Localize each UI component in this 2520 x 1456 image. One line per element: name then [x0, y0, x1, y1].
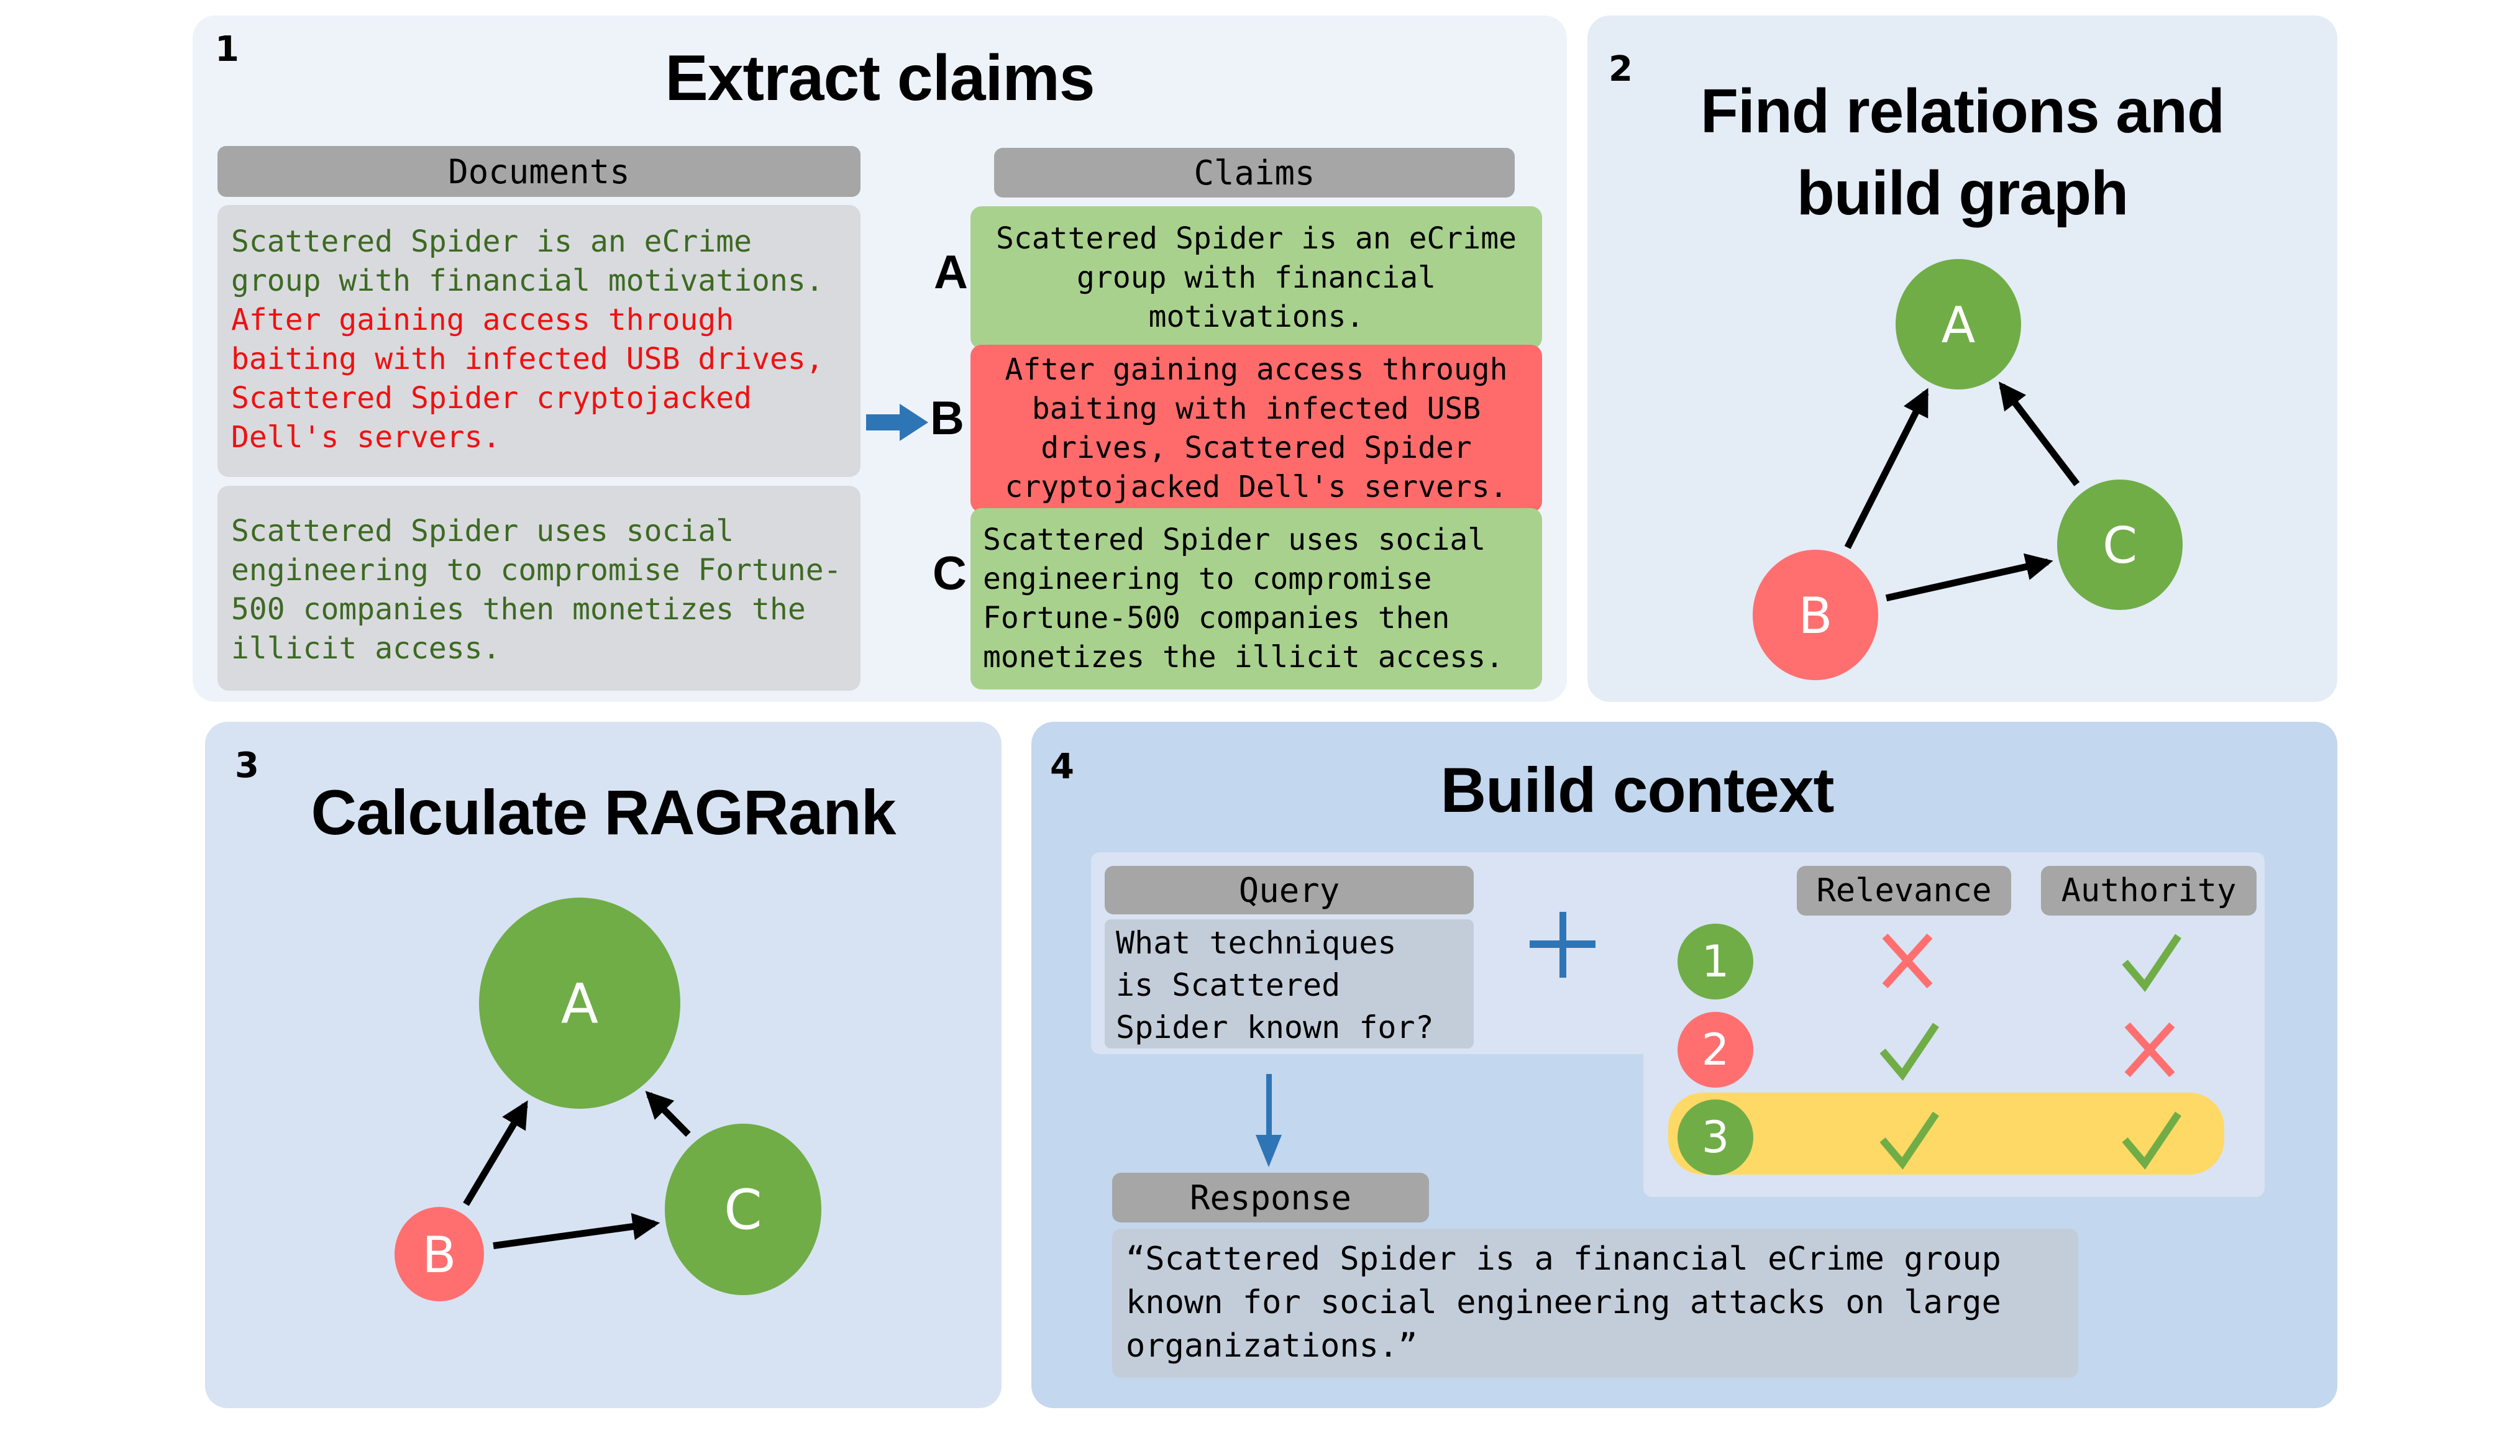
arrow-down-icon	[1256, 1074, 1282, 1167]
text-line: group with financial	[1077, 260, 1436, 295]
text-line: group with financial motivations.	[231, 263, 824, 298]
claim-label-b: B	[930, 392, 964, 445]
text-line: monetizes the illicit access.	[983, 640, 1504, 675]
text-line: Spider known for?	[1116, 1009, 1434, 1045]
text-line: Fortune-500 companies then	[983, 601, 1450, 635]
text-line: Scattered Spider is an eCrime	[995, 221, 1517, 256]
step-number: 4	[1050, 747, 1074, 787]
text-line: After gaining access through	[231, 303, 734, 337]
plus-icon	[1530, 912, 1596, 978]
node-label-c: C	[2102, 517, 2137, 575]
node-b	[1753, 550, 1878, 680]
authority-header: Authority	[2041, 866, 2257, 916]
document-text-unsupported: After gaining access through baiting wit…	[231, 301, 847, 457]
claims-header: Claims	[994, 148, 1515, 198]
text-line: drives, Scattered Spider	[1041, 430, 1472, 465]
node-b	[395, 1207, 484, 1301]
check-icon	[1879, 1111, 1939, 1170]
step-number: 1	[215, 29, 239, 70]
claim-card-a: Scattered Spider is an eCrime group with…	[970, 206, 1542, 349]
edge-c-to-a	[645, 1091, 691, 1137]
edge-b-to-a	[1844, 388, 1929, 549]
edge-b-to-c	[1885, 553, 2053, 602]
text-line: motivations.	[1148, 299, 1364, 334]
text-line: cryptojacked Dell's servers.	[1005, 470, 1508, 504]
text-line: Scattered Spider cryptojacked	[231, 381, 752, 416]
edge-c-to-a	[1998, 381, 2080, 486]
step-number: 3	[235, 745, 259, 786]
claim-label-c: C	[933, 547, 967, 600]
query-header: Query	[1105, 866, 1474, 914]
document-card: Scattered Spider is an eCrime group with…	[217, 205, 861, 477]
edge-b-to-c	[493, 1213, 660, 1250]
selected-row-highlight	[1668, 1093, 2224, 1175]
claim-card-c: Scattered Spider uses social engineering…	[970, 508, 1542, 689]
step-number: 2	[1609, 49, 1633, 89]
text-line: What techniques	[1116, 925, 1397, 961]
text-line: Dell's servers.	[231, 420, 501, 455]
text-line: organizations.”	[1126, 1327, 1418, 1365]
document-text-supported: Scattered Spider uses social engineering…	[231, 512, 847, 668]
title-line: Find relations and	[1700, 76, 2225, 146]
panel-title: Calculate RAGRank	[311, 777, 897, 848]
node-label-b: B	[422, 1226, 457, 1284]
node-c	[665, 1124, 821, 1295]
panel-title: Find relations and build graph	[1587, 70, 2337, 234]
claim-label-a: A	[934, 246, 968, 299]
node-label-a: A	[1942, 296, 1976, 354]
documents-header: Documents	[217, 146, 861, 197]
panel-title: Build context	[1440, 755, 1834, 826]
response-output: “Scattered Spider is a financial eCrime …	[1112, 1229, 2078, 1378]
text-line: Scattered Spider uses social	[231, 514, 734, 548]
text-line: baiting with infected USB	[1031, 391, 1481, 426]
check-icon	[2122, 934, 2181, 992]
relevance-header: Relevance	[1797, 866, 2011, 916]
node-label-c: C	[724, 1178, 762, 1242]
edge-b-to-a	[463, 1100, 528, 1206]
node-a	[1896, 259, 2021, 389]
text-line: “Scattered Spider is a financial eCrime …	[1126, 1240, 2001, 1278]
text-line: is Scattered	[1116, 967, 1341, 1003]
ragrank-graph: A B C	[395, 898, 821, 1301]
cross-icon	[2124, 1022, 2175, 1078]
node-a	[479, 898, 680, 1109]
text-line: 500 companies then monetizes the	[231, 592, 806, 627]
panel-build-context: 4 Build context Query What techniques is…	[1031, 722, 2337, 1408]
panel-build-graph: 2 Find relations and build graph A B C	[1587, 16, 2337, 702]
document-text-supported: Scattered Spider is an eCrime group with…	[231, 222, 847, 301]
text-line: After gaining access through	[1005, 352, 1508, 387]
check-icon	[2122, 1111, 2181, 1170]
check-icon	[1879, 1022, 1939, 1081]
cross-icon	[1882, 933, 1933, 989]
query-input[interactable]: What techniques is Scattered Spider know…	[1105, 919, 1474, 1049]
panel-calculate-ragrank: 3 Calculate RAGRank A B C	[205, 722, 1002, 1408]
node-label-a: A	[561, 972, 598, 1036]
text-line: Scattered Spider uses social	[983, 522, 1486, 557]
node-c	[2057, 480, 2183, 610]
arrow-right-icon	[866, 404, 928, 441]
text-line: baiting with infected USB drives,	[231, 342, 824, 376]
text-line: engineering to compromise Fortune-	[231, 553, 842, 588]
title-line: build graph	[1796, 158, 2129, 228]
document-card: Scattered Spider uses social engineering…	[217, 486, 861, 691]
evaluation-marks	[1879, 933, 2181, 1170]
claim-card-b: After gaining access through baiting wit…	[970, 345, 1542, 512]
rank-badge: 1	[1678, 924, 1753, 999]
text-line: engineering to compromise	[983, 562, 1432, 596]
text-line: illicit access.	[231, 631, 501, 666]
text-line: Scattered Spider is an eCrime	[231, 224, 752, 259]
node-label-b: B	[1799, 587, 1833, 645]
panel-title: Extract claims	[665, 42, 1095, 114]
claim-graph: A B C	[1753, 259, 2183, 680]
text-line: known for social engineering attacks on …	[1126, 1284, 2001, 1321]
rank-badge: 3	[1678, 1099, 1753, 1175]
response-header: Response	[1112, 1173, 1429, 1222]
rank-badge: 2	[1678, 1012, 1753, 1088]
panel-extract-claims: 1 Extract claims Documents Claims Scatte…	[193, 16, 1567, 702]
